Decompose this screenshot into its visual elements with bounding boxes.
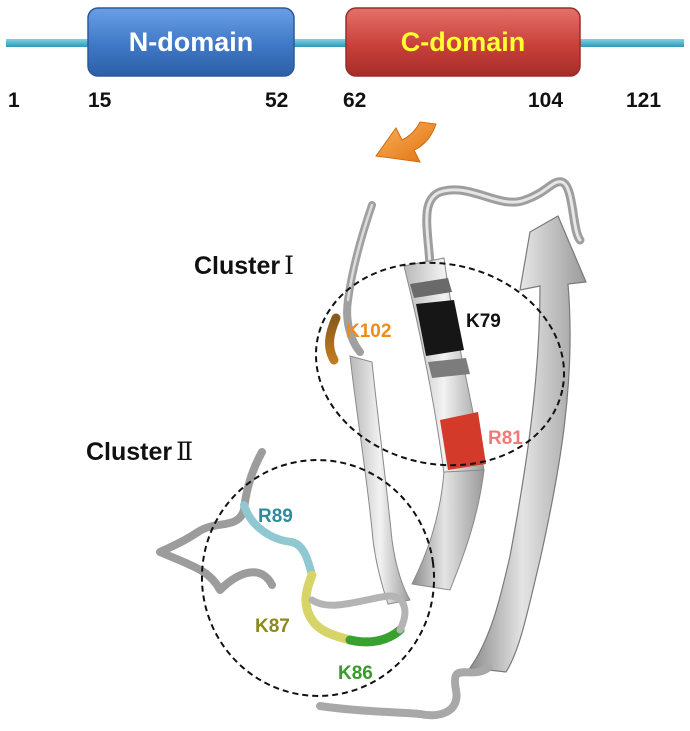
cluster-1-numeral: Ⅰ [284,251,295,280]
domain-schematic [6,7,684,77]
residue-k102-segment [325,313,341,365]
cluster-2-numeral: Ⅱ [176,437,194,466]
residue-k87-segment [301,570,355,645]
residue-k79-segment [416,300,464,356]
residue-label-k102: K102 [346,321,392,342]
ribbon-loop [308,592,409,634]
ribbon-band [410,278,452,298]
cluster-1-text: Cluster [194,252,281,280]
cluster-2-text: Cluster [86,438,173,466]
residue-r89-segment [240,501,316,579]
position-label: 62 [343,89,367,112]
position-label: 104 [528,89,564,112]
ribbon-loop-highlight [346,203,374,302]
sequence-backbone [6,39,684,47]
residue-label-r81: R81 [488,428,523,449]
cluster-1-ellipse [314,261,566,467]
residue-label-k86: K86 [338,663,373,684]
ribbon-loop [316,664,492,720]
orange-pointer-arrow [375,121,437,163]
cluster-2-ellipse [200,459,436,697]
position-label: 52 [265,89,289,112]
position-label: 121 [626,89,662,112]
position-label: 1 [8,89,20,112]
position-label: 15 [88,89,112,112]
beta-strand-central-lower [411,469,485,591]
residue-label-k79: K79 [466,311,501,332]
residue-r81-segment [440,412,486,470]
ribbon-loop-highlight [425,180,582,267]
n-domain-box [87,7,295,77]
c-domain-label: C-domain [400,27,526,57]
residue-label-r89: R89 [258,506,293,527]
residue-label-k87: K87 [255,616,290,637]
n-domain-label: N-domain [128,27,254,57]
c-domain-box [345,7,581,77]
beta-strand-middle [349,355,411,605]
residue-k86-segment [345,625,405,647]
beta-strand-right [468,215,587,673]
ribbon-band [428,358,470,378]
